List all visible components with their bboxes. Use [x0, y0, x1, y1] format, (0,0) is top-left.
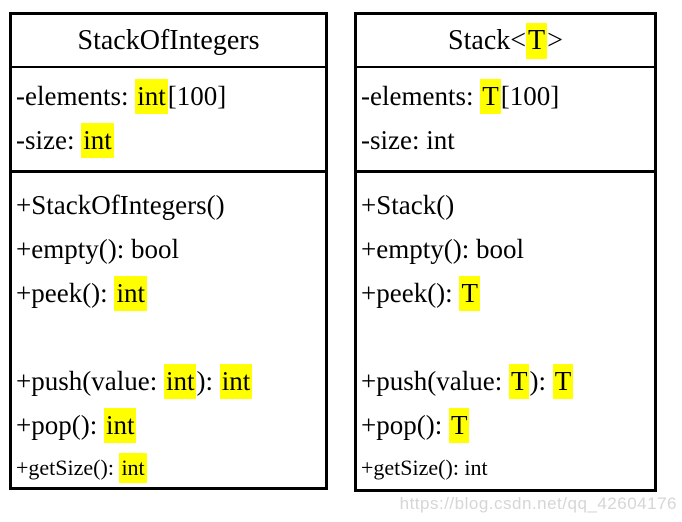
text-segment: +push(value: — [16, 365, 164, 396]
text-segment: -size: — [16, 124, 82, 155]
method-line: +empty(): bool — [361, 227, 650, 271]
class-title: Stack<T> — [357, 15, 654, 68]
blank-spacer-line — [16, 315, 321, 359]
text-segment: +pop(): — [16, 409, 104, 440]
text-segment: -size: int — [361, 124, 455, 155]
text-segment: +empty(): bool — [16, 233, 179, 264]
class-methods-compartment: +StackOfIntegers() +empty(): bool +peek():… — [12, 173, 325, 489]
text-segment: +Stack() — [361, 189, 455, 220]
method-line: +pop(): int — [16, 403, 321, 447]
method-line: +getSize(): int — [361, 447, 650, 489]
text-segment: ): — [196, 365, 220, 396]
text-segment: T — [459, 275, 480, 311]
text-segment: +push(value: — [361, 365, 509, 396]
text-segment: +peek(): — [361, 277, 460, 308]
text-segment: int — [163, 363, 197, 399]
text-segment: T — [480, 78, 501, 114]
class-methods-compartment: +Stack()+empty(): bool+peek(): T+push(va… — [357, 173, 654, 489]
class-attributes-compartment: -elements: int[100]-size: int — [12, 68, 325, 173]
text-segment: [100] — [167, 80, 227, 111]
text-segment: StackOfIntegers — [77, 24, 260, 56]
blank-spacer-line — [361, 315, 650, 359]
text-segment: Stack< — [448, 24, 527, 56]
text-segment: > — [547, 24, 563, 56]
text-segment: +StackOfIntegers() — [16, 189, 225, 220]
text-segment: T — [552, 363, 574, 399]
attribute-line: -elements: T[100] — [361, 74, 650, 118]
text-segment: -elements: — [16, 80, 136, 111]
class-box-stack-generic: Stack<T> -elements: T[100]-size: int +St… — [354, 12, 657, 492]
method-line: +pop(): T — [361, 403, 650, 447]
text-segment: int — [114, 275, 147, 311]
text-segment: int — [219, 363, 253, 399]
method-line: +push(value: int): int — [16, 359, 321, 403]
text-segment: T — [448, 407, 470, 443]
method-line: +peek(): T — [361, 271, 650, 315]
method-line: +peek(): int — [16, 271, 321, 315]
class-box-stackofintegers: StackOfIntegers -elements: int[100]-size… — [9, 12, 328, 490]
text-segment: +peek(): — [16, 277, 115, 308]
method-line: +Stack() — [361, 183, 650, 227]
text-segment: [100] — [500, 80, 560, 111]
attribute-line: -size: int — [16, 118, 321, 162]
text-segment: +getSize(): int — [361, 455, 488, 480]
method-line: +push(value: T): T — [361, 359, 650, 403]
text-segment: +getSize(): — [16, 455, 120, 480]
method-line: +empty(): bool — [16, 227, 321, 271]
class-attributes-compartment: -elements: T[100] -size: int — [357, 68, 654, 173]
text-segment: T — [508, 363, 530, 399]
attribute-line: -elements: int[100] — [16, 74, 321, 118]
text-segment: +empty(): bool — [361, 233, 524, 264]
text-segment: T — [526, 22, 548, 59]
text-segment: int — [135, 78, 168, 114]
method-line: +getSize(): int — [16, 447, 321, 489]
class-title: StackOfIntegers — [12, 15, 325, 68]
text-segment: int — [81, 122, 114, 158]
watermark-text: https://blog.csdn.net/qq_42604176 — [399, 494, 677, 513]
attribute-line: -size: int — [361, 118, 650, 162]
text-segment: int — [103, 407, 137, 443]
text-segment: ): — [529, 365, 553, 396]
text-segment: int — [119, 453, 147, 483]
text-segment: +pop(): — [361, 409, 449, 440]
text-segment: -elements: — [361, 80, 481, 111]
method-line: +StackOfIntegers() — [16, 183, 321, 227]
